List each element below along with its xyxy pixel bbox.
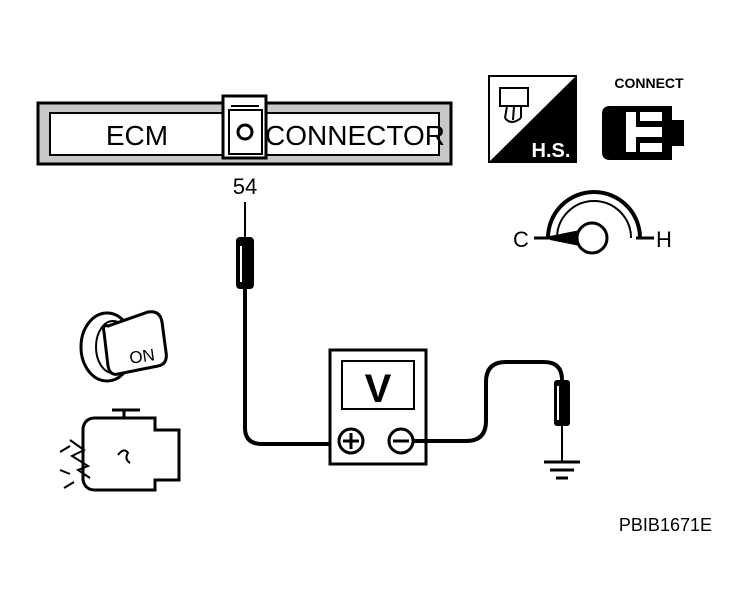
connector-lock-icon [236, 123, 254, 141]
negative-probe [413, 360, 570, 462]
voltmeter: V [328, 348, 428, 466]
positive-terminal-icon [337, 427, 365, 455]
harness-side-label: H.S. [532, 140, 571, 162]
temperature-gauge: C H [513, 190, 672, 255]
gauge-needle [550, 230, 580, 246]
meter-mode: V [365, 367, 392, 411]
ecm-label: ECM [106, 120, 168, 151]
connect-label: CONNECT [614, 75, 684, 91]
cold-label: C [513, 227, 529, 252]
negative-terminal-icon [387, 427, 415, 455]
connect-badge: CONNECT [602, 75, 684, 160]
harness-connector-icon [499, 87, 529, 123]
gauge-pivot [575, 221, 609, 255]
connector-plug-icon [602, 106, 684, 160]
ecm-connector: ECM CONNECTOR [36, 94, 453, 166]
hot-label: H [656, 227, 672, 252]
figure-id: PBIB1671E [619, 515, 712, 535]
terminal-number: 54 [233, 174, 257, 199]
harness-side-badge: H.S. [488, 75, 577, 163]
ground-icon [544, 460, 580, 480]
connector-label: CONNECTOR [265, 120, 445, 151]
engine-running-icon [59, 408, 181, 492]
ignition-on-label: ON [128, 345, 156, 367]
ignition-key-icon: ON [79, 310, 168, 383]
positive-probe [236, 202, 342, 446]
